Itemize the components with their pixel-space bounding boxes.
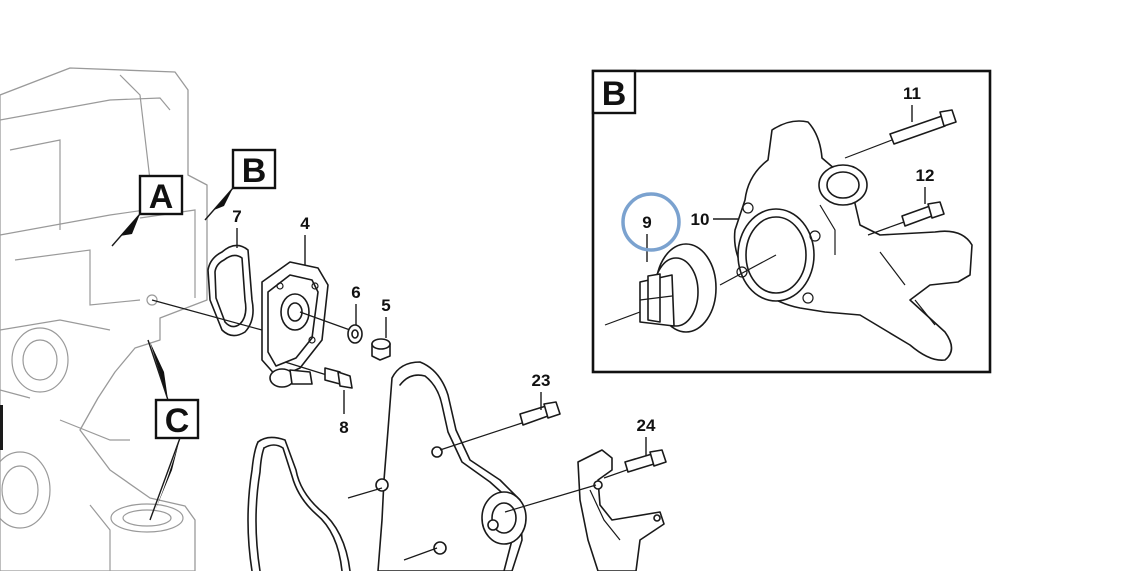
part-label-11: 11 bbox=[903, 84, 921, 122]
coolant-housing-4 bbox=[261, 261, 329, 388]
washer-6 bbox=[347, 324, 363, 344]
part-label-23: 23 bbox=[532, 371, 551, 410]
part-label-12: 12 bbox=[916, 166, 935, 204]
part-label-6: 6 bbox=[351, 283, 361, 325]
bolt-11 bbox=[844, 109, 957, 159]
svg-text:5: 5 bbox=[381, 296, 390, 315]
bolt-12 bbox=[867, 201, 945, 236]
part-label-10: 10 bbox=[691, 210, 738, 229]
part-label-24: 24 bbox=[637, 416, 656, 456]
highlight-circle bbox=[621, 192, 681, 252]
svg-text:23: 23 bbox=[532, 371, 551, 390]
bolt-24 bbox=[603, 449, 667, 479]
detail-b-inset: B bbox=[591, 69, 992, 374]
callout-b: B bbox=[204, 148, 277, 221]
svg-text:7: 7 bbox=[232, 207, 241, 226]
svg-text:B: B bbox=[602, 75, 627, 113]
svg-text:4: 4 bbox=[300, 214, 310, 233]
water-pump-body bbox=[347, 361, 527, 571]
thermostat-housing-10 bbox=[719, 120, 973, 362]
svg-text:A: A bbox=[149, 178, 174, 216]
engine-block bbox=[0, 67, 208, 571]
part-label-7: 7 bbox=[232, 207, 242, 248]
svg-text:C: C bbox=[165, 402, 190, 440]
svg-text:9: 9 bbox=[642, 213, 651, 232]
svg-text:B: B bbox=[242, 152, 267, 190]
bracket bbox=[504, 449, 665, 571]
part-label-4: 4 bbox=[300, 214, 310, 265]
svg-text:12: 12 bbox=[916, 166, 935, 185]
gasket-7 bbox=[207, 244, 254, 337]
svg-text:24: 24 bbox=[637, 416, 656, 435]
water-pump-gasket bbox=[247, 436, 351, 571]
thermostat-9 bbox=[604, 243, 717, 333]
callout-c: C bbox=[147, 339, 200, 521]
part-label-8: 8 bbox=[339, 390, 349, 437]
plug-5 bbox=[371, 338, 391, 361]
svg-text:11: 11 bbox=[903, 84, 921, 103]
callout-a: A bbox=[111, 174, 184, 247]
bolt-23 bbox=[439, 401, 561, 451]
svg-text:8: 8 bbox=[339, 418, 348, 437]
svg-text:10: 10 bbox=[691, 210, 710, 229]
bolt-8 bbox=[284, 361, 353, 389]
part-label-5: 5 bbox=[381, 296, 391, 338]
svg-text:6: 6 bbox=[351, 283, 360, 302]
